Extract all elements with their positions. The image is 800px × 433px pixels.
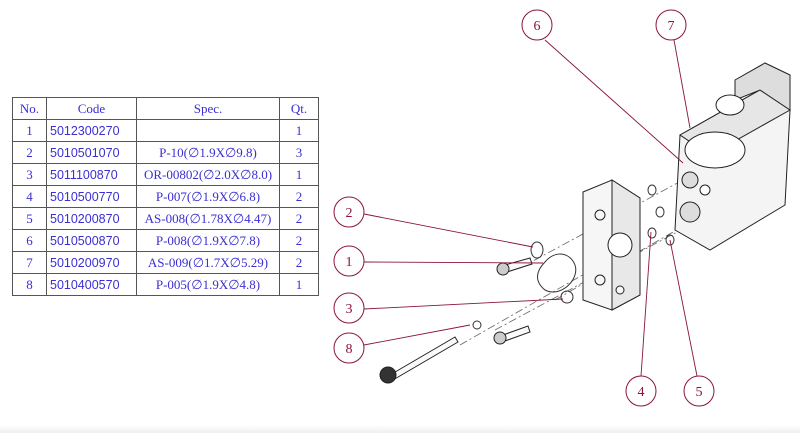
row-code: 5011100870: [46, 163, 137, 186]
manifold-plate: [582, 179, 641, 311]
callout-label: 3: [346, 302, 353, 317]
callout-label: 7: [668, 19, 675, 34]
row-spec: OR-00802(∅2.0X∅8.0): [136, 163, 280, 186]
row-spec: P-008(∅1.9X∅7.8): [136, 229, 280, 252]
callout-4: 4: [625, 375, 657, 407]
callout-label: 6: [534, 19, 541, 34]
row-code: 5010500870: [46, 229, 137, 252]
valve-body: [674, 62, 791, 251]
callout-6: 6: [521, 9, 553, 41]
callout-2: 2: [333, 196, 365, 228]
row-spec: AS-009(∅1.7X∅5.29): [136, 251, 280, 274]
callout-8: 8: [333, 332, 365, 364]
row-spec: P-005(∅1.9X∅4.8): [136, 273, 280, 296]
callout-label: 2: [346, 206, 353, 221]
callout-1: 1: [333, 245, 365, 277]
callout-label: 4: [638, 385, 645, 400]
callout-7: 7: [655, 9, 687, 41]
callout-label: 8: [346, 342, 353, 357]
callout-3: 3: [333, 292, 365, 324]
callout-label: 5: [696, 385, 703, 400]
bottom-edge-shade: [0, 425, 800, 433]
row-code: 5010200870: [46, 207, 137, 230]
row-code: 5010400570: [46, 273, 137, 296]
row-spec: P-10(∅1.9X∅9.8): [136, 141, 280, 164]
row-qt: 1: [279, 273, 319, 296]
header-no: No.: [12, 97, 47, 120]
row-code: 5010501070: [46, 141, 137, 164]
row-code: 5010500770: [46, 185, 137, 208]
callout-5: 5: [683, 375, 715, 407]
screws: [379, 257, 533, 384]
o-rings: [472, 184, 675, 330]
callout-label: 1: [346, 255, 353, 270]
leader-lines: [363, 39, 698, 377]
